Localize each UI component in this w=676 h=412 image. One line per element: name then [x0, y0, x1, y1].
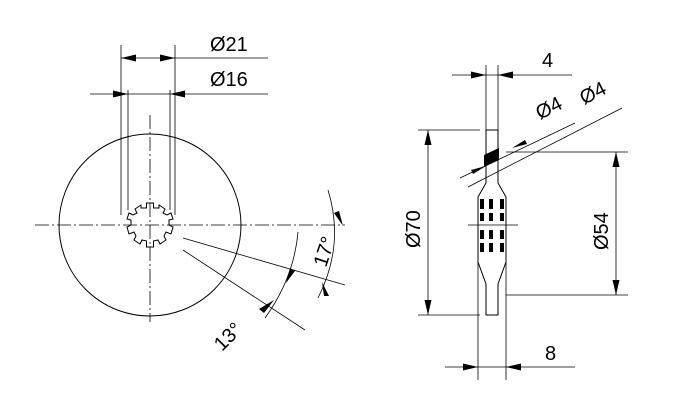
rib-12	[500, 243, 504, 252]
label-13deg: 13°	[210, 319, 247, 356]
side-view: 4 Ø4 Ø4 Ø70 Ø54 8	[403, 50, 628, 380]
splined-hub	[126, 202, 174, 248]
rib-1	[480, 199, 484, 209]
label-width-8: 8	[545, 343, 556, 365]
label-d16: Ø16	[210, 69, 248, 91]
angle-ray-upper	[182, 237, 346, 286]
rib-9	[500, 230, 504, 239]
rib-4	[480, 213, 484, 221]
label-thickness-4: 4	[542, 50, 553, 72]
label-d70: Ø70	[403, 210, 425, 248]
front-view: Ø21 Ø16 17° 13°	[35, 34, 346, 356]
arrow-13-top	[286, 268, 295, 283]
rib-3	[500, 199, 504, 209]
arrow-hole-1	[471, 166, 486, 174]
arrow-8-left	[463, 363, 478, 371]
hole-top-marker	[484, 148, 499, 167]
label-hole-d4-left: Ø4	[532, 93, 566, 125]
arrow-d54-bottom	[612, 280, 620, 295]
arrow-8-right	[506, 363, 521, 371]
arrow-17-bottom	[322, 282, 329, 296]
arrow-d21-right	[160, 54, 175, 62]
angle-ray-lower	[182, 249, 306, 331]
label-d21: Ø21	[210, 34, 248, 56]
arrow-d21-left	[121, 54, 136, 62]
rib-10	[480, 243, 484, 252]
rib-8	[489, 230, 493, 239]
rib-7	[480, 230, 484, 239]
arrow-4-right	[498, 71, 513, 79]
arrow-d54-top	[612, 152, 620, 167]
arrow-4-left	[471, 71, 486, 79]
arrow-17-top	[334, 211, 343, 226]
leader-hole-right	[467, 107, 623, 188]
arrow-d70-bottom	[424, 300, 432, 315]
rib-5	[489, 213, 493, 221]
rib-11	[489, 243, 493, 252]
label-17deg: 17°	[310, 234, 340, 270]
rib-2	[489, 199, 493, 209]
side-body-outline	[477, 129, 507, 316]
label-hole-d4-right: Ø4	[576, 78, 610, 110]
rib-6	[500, 213, 504, 221]
arrow-d16-right	[170, 90, 185, 98]
arrow-hole-2	[512, 140, 527, 148]
arrow-13-bottom	[259, 300, 274, 313]
arrow-d16-left	[113, 90, 128, 98]
label-d54: Ø54	[591, 212, 613, 250]
arrow-d70-top	[424, 130, 432, 145]
